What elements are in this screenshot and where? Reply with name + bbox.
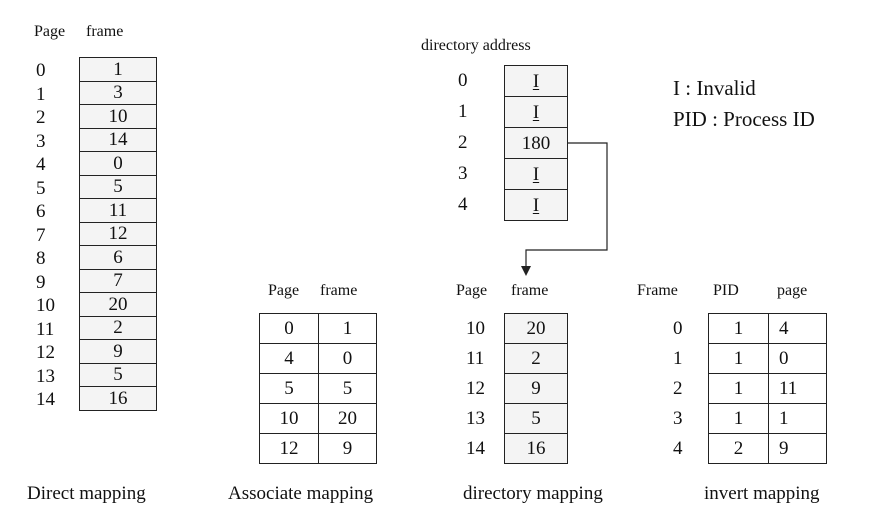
- page-number: 7: [36, 224, 46, 246]
- directory-sub-header-page: Page: [456, 282, 488, 299]
- page-number: 2: [36, 107, 46, 128]
- frame-cell: 10: [79, 104, 157, 129]
- directory-entry-value: I: [532, 70, 540, 92]
- pid-cell: 2: [708, 433, 769, 464]
- page-number: 0: [36, 60, 46, 81]
- frame-cell: 5: [318, 373, 377, 404]
- frame-cell: 1: [79, 57, 157, 82]
- directory-index: 0: [458, 70, 468, 91]
- pid-cell: 1: [708, 343, 769, 374]
- directory-entry-cell: I: [504, 158, 568, 190]
- directory-index: 4: [458, 194, 468, 215]
- direct-header-frame: frame: [86, 23, 124, 40]
- directory-entry-cell: I: [504, 189, 568, 221]
- invert-mapping-caption: invert mapping: [704, 483, 820, 504]
- page-number: 10: [36, 295, 55, 316]
- page-number: 10: [466, 318, 485, 339]
- frame-cell: 11: [79, 198, 157, 223]
- page-number: 13: [36, 365, 55, 387]
- frame-number: 3: [673, 408, 683, 429]
- directory-sub-header-frame: frame: [511, 282, 549, 299]
- frame-cell: 0: [79, 151, 157, 176]
- page-cell: 5: [259, 373, 319, 404]
- invert-header-page: page: [777, 282, 808, 299]
- page-cell: 9: [768, 433, 827, 464]
- frame-cell: 5: [504, 403, 568, 434]
- page-number: 8: [36, 248, 46, 269]
- frame-number: 2: [673, 378, 683, 399]
- invert-header-pid: PID: [713, 282, 739, 299]
- associate-mapping-caption: Associate mapping: [228, 483, 374, 504]
- page-cell: 11: [768, 373, 827, 404]
- frame-cell: 9: [318, 433, 377, 464]
- directory-entry-cell: I: [504, 96, 568, 128]
- page-number: 5: [36, 177, 46, 199]
- directory-entry-value: I: [532, 194, 540, 216]
- frame-cell: 2: [504, 343, 568, 374]
- directory-entry-value: I: [532, 163, 540, 185]
- frame-cell: 20: [79, 292, 157, 317]
- frame-cell: 16: [504, 433, 568, 464]
- pid-cell: 1: [708, 403, 769, 434]
- frame-cell: 12: [79, 221, 157, 246]
- page-cell: 12: [259, 433, 319, 464]
- directory-index: 1: [458, 101, 468, 122]
- page-number: 1: [36, 83, 46, 105]
- frame-cell: 20: [318, 403, 377, 434]
- frame-cell: 20: [504, 313, 568, 344]
- page-number: 12: [36, 342, 55, 363]
- page-number: 4: [36, 154, 46, 175]
- directory-entry-cell: I: [504, 65, 568, 97]
- frame-number: 1: [673, 348, 683, 369]
- page-number: 14: [466, 438, 485, 459]
- page-number: 11: [466, 348, 485, 369]
- frame-cell: 3: [79, 80, 157, 105]
- frame-cell: 14: [79, 127, 157, 152]
- page-number: 11: [36, 318, 55, 340]
- frame-cell: 9: [79, 339, 157, 364]
- direct-header-page: Page: [34, 23, 66, 40]
- frame-cell: 5: [79, 174, 157, 199]
- associate-header-frame: frame: [320, 282, 358, 299]
- directory-index: 3: [458, 163, 468, 184]
- directory-entry-cell: 180: [504, 127, 568, 159]
- page-number: 14: [36, 389, 55, 410]
- invert-header-frame: Frame: [637, 282, 678, 299]
- directory-entry-value: I: [532, 101, 540, 123]
- page-number: 12: [466, 378, 485, 399]
- directory-entry-value: 180: [521, 132, 551, 154]
- page-cell: 4: [768, 313, 827, 344]
- pointer-arrowhead: [521, 266, 531, 276]
- frame-number: 0: [673, 318, 683, 339]
- frame-cell: 5: [79, 362, 157, 387]
- pid-cell: 1: [708, 313, 769, 344]
- page-cell: 10: [259, 403, 319, 434]
- frame-cell: 0: [318, 343, 377, 374]
- directory-mapping-caption: directory mapping: [463, 483, 603, 504]
- frame-cell: 9: [504, 373, 568, 404]
- page-cell: 0: [259, 313, 319, 344]
- page-number: 3: [36, 130, 46, 152]
- frame-cell: 1: [318, 313, 377, 344]
- frame-cell: 2: [79, 315, 157, 340]
- page-number: 6: [36, 201, 46, 222]
- page-number: 9: [36, 271, 46, 293]
- pid-cell: 1: [708, 373, 769, 404]
- directory-index: 2: [458, 132, 468, 153]
- frame-cell: 16: [79, 386, 157, 411]
- frame-cell: 6: [79, 245, 157, 270]
- legend-invalid: I : Invalid: [673, 76, 756, 100]
- frame-cell: 7: [79, 268, 157, 293]
- associate-header-page: Page: [268, 282, 300, 299]
- direct-mapping-caption: Direct mapping: [27, 483, 146, 504]
- legend-pid: PID : Process ID: [673, 107, 815, 131]
- page-cell: 1: [768, 403, 827, 434]
- page-number: 13: [466, 408, 485, 429]
- frame-number: 4: [673, 438, 683, 459]
- page-cell: 4: [259, 343, 319, 374]
- page-cell: 0: [768, 343, 827, 374]
- directory-header: directory address: [421, 37, 531, 54]
